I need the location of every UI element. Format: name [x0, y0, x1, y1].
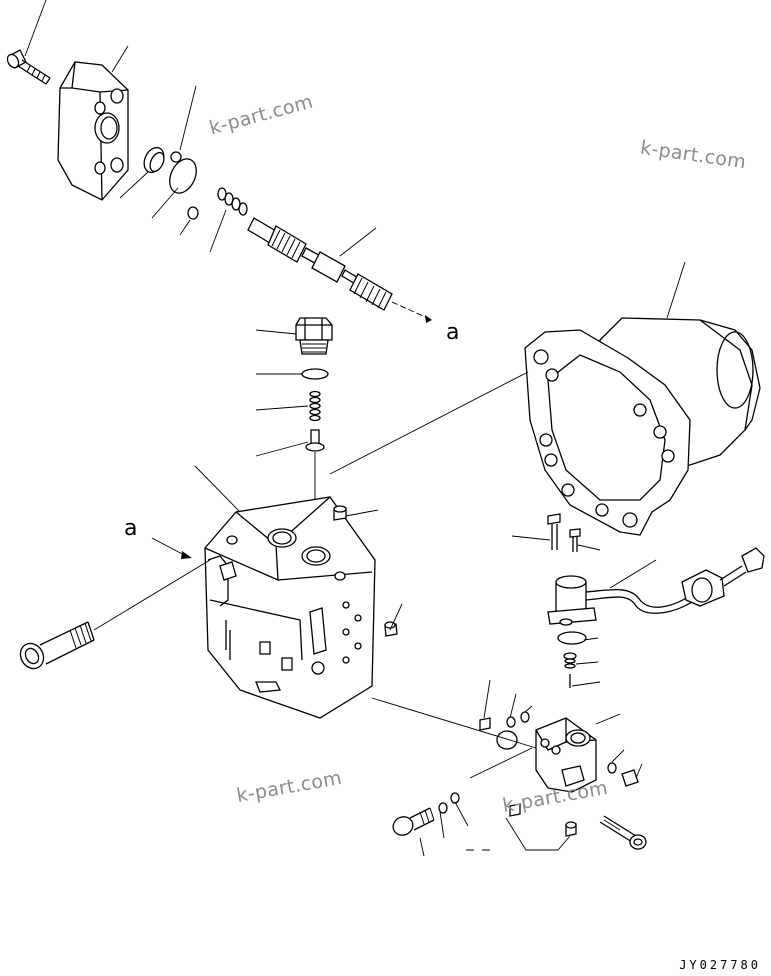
side-plug[interactable]: [384, 621, 398, 637]
block-screws[interactable]: [509, 769, 639, 837]
small-seals[interactable]: [438, 711, 617, 814]
long-bolt[interactable]: [16, 621, 95, 673]
valve-body[interactable]: [204, 496, 376, 719]
small-plug[interactable]: [333, 505, 347, 521]
relief-plug[interactable]: [390, 807, 435, 838]
view-label-lower: a: [124, 516, 138, 541]
solenoid-spring[interactable]: [563, 652, 577, 688]
plug[interactable]: [295, 317, 333, 355]
spring-coils[interactable]: [217, 187, 248, 216]
motor-housing[interactable]: [524, 317, 761, 536]
view-label-upper: a: [446, 320, 460, 345]
valve-block[interactable]: [535, 717, 597, 793]
solenoid[interactable]: [547, 547, 765, 626]
spring[interactable]: [309, 390, 321, 422]
solenoid-o-ring[interactable]: [557, 631, 587, 645]
spool-valve[interactable]: [247, 217, 433, 323]
leader-lines: [24, 0, 686, 857]
drawing-code: JY027780: [679, 958, 761, 972]
banjo-bolt[interactable]: [599, 815, 647, 850]
end-cover-plate[interactable]: [57, 61, 129, 201]
block-o-ring[interactable]: [496, 730, 518, 750]
seal-rings[interactable]: [165, 151, 202, 220]
o-ring[interactable]: [301, 368, 329, 380]
upper-bolt[interactable]: [5, 49, 51, 85]
retainer-ring[interactable]: [140, 144, 167, 175]
solenoid-bolts[interactable]: [547, 513, 581, 552]
poppet[interactable]: [305, 429, 325, 452]
